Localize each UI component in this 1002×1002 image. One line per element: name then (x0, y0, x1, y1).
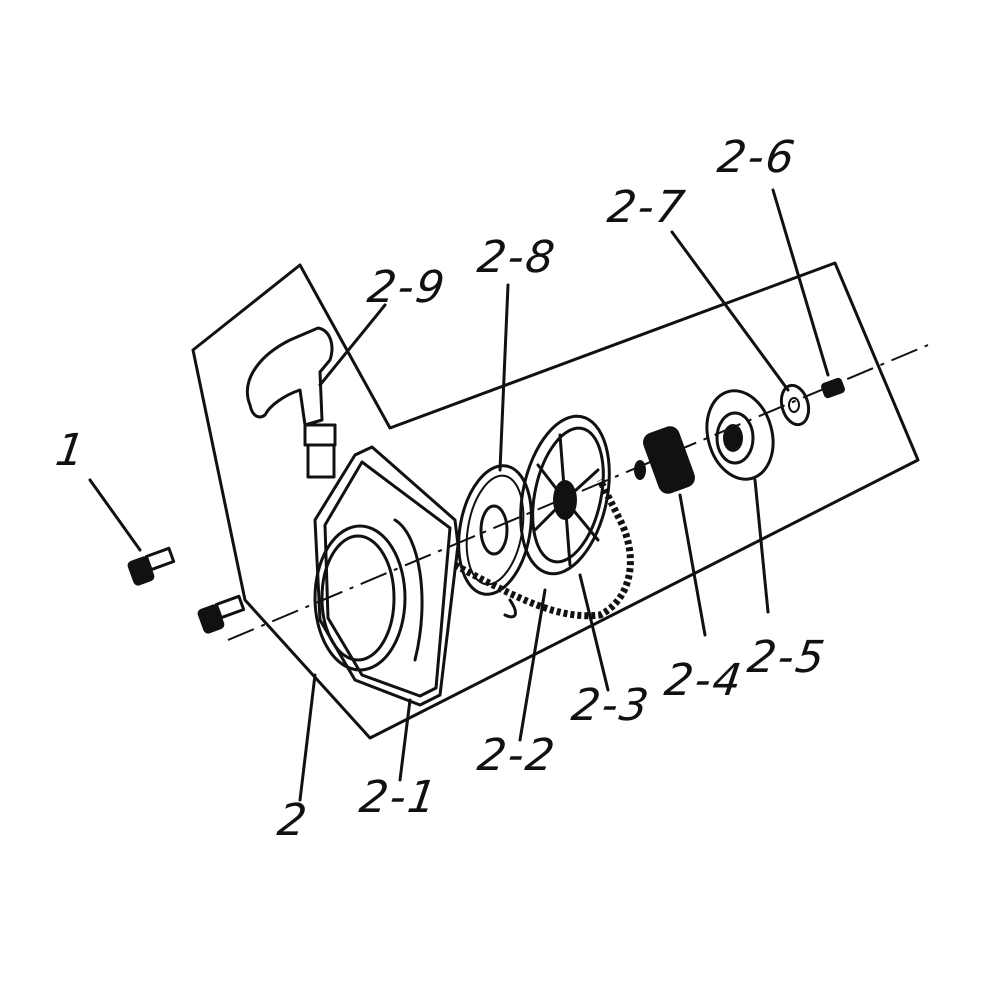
ratchet (705, 389, 775, 481)
label-part-2-5: 2-5 (744, 632, 830, 683)
rope-pulley (519, 414, 611, 576)
leader-lines (88, 188, 830, 802)
label-part-2-3: 2-3 (568, 680, 654, 731)
assembly-outline (191, 261, 920, 740)
label-part-2-4: 2-4 (661, 655, 747, 706)
ratchet-spring (634, 426, 695, 494)
label-part-2-6: 2-6 (714, 132, 800, 183)
label-part-2-8: 2-8 (474, 232, 560, 283)
bolt-upper (127, 546, 176, 586)
bolt-lower (197, 594, 246, 634)
center-screw (821, 377, 845, 399)
center-axis (227, 344, 929, 641)
label-part-2-1: 2-1 (356, 772, 442, 823)
starter-rope (453, 478, 634, 620)
starter-handle (245, 326, 337, 479)
label-part-2-2: 2-2 (474, 730, 560, 781)
recoil-spring (457, 464, 533, 619)
washer (779, 383, 811, 427)
label-part-2-9: 2-9 (364, 262, 450, 313)
label-part-2-7: 2-7 (604, 182, 690, 233)
starter-housing (313, 445, 460, 707)
